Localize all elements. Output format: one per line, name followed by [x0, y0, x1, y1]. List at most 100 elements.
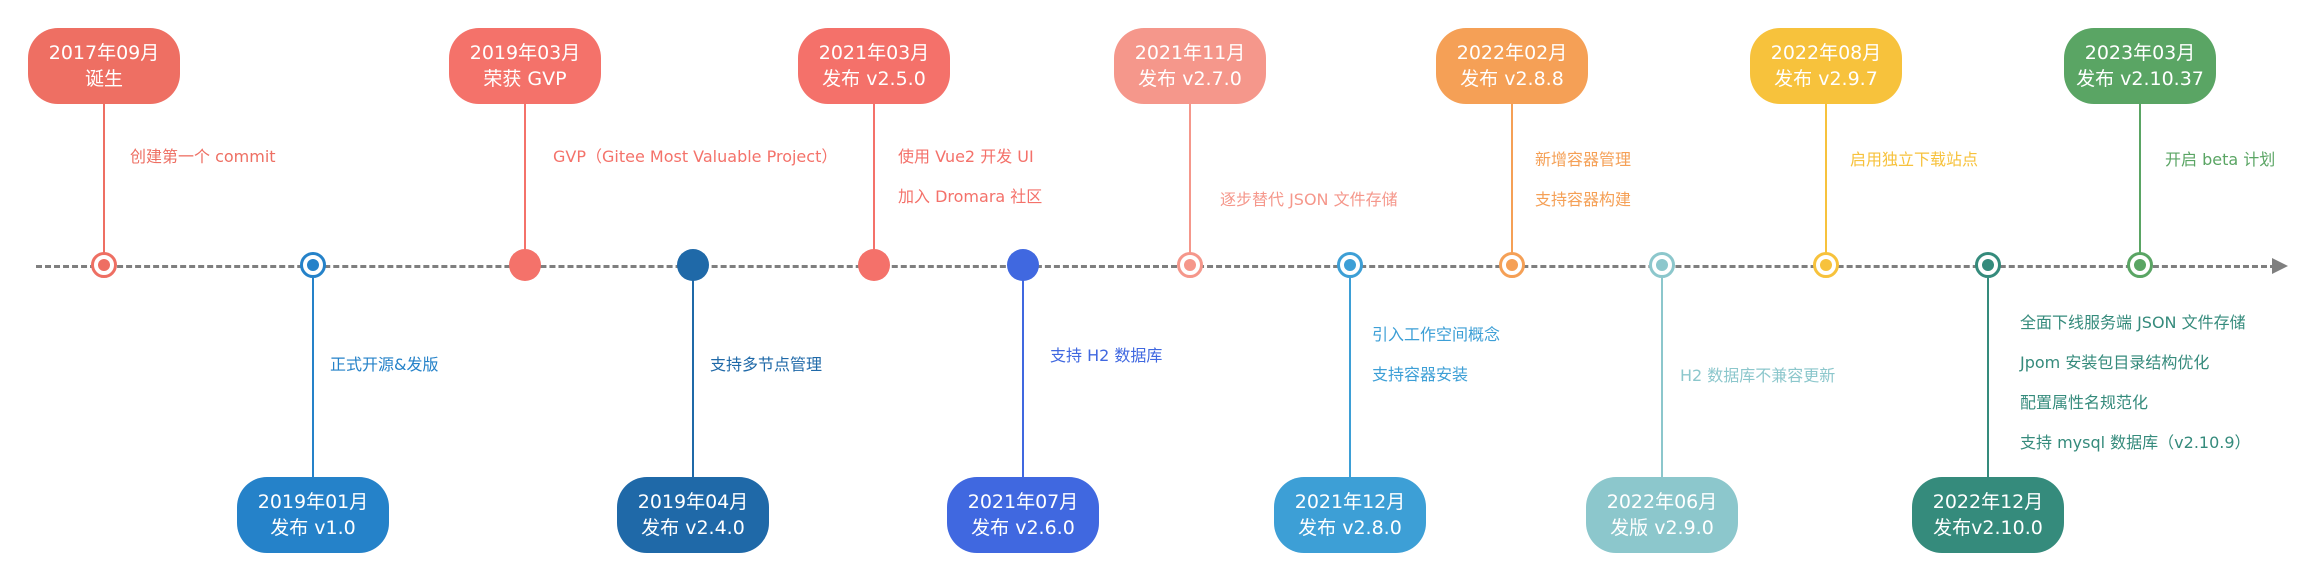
event-date: 2019年01月: [257, 491, 369, 513]
event-connector-line: [1987, 278, 1989, 478]
event-marker: [677, 249, 709, 281]
event-notes: 正式开源&发版: [330, 345, 438, 385]
event-title: 发布 v2.7.0: [1138, 68, 1242, 90]
event-note: 使用 Vue2 开发 UI: [898, 147, 1034, 166]
event-date: 2022年08月: [1770, 42, 1882, 64]
event-note: 支持 mysql 数据库（v2.10.9）: [2020, 433, 2251, 452]
event-note: 支持多节点管理: [710, 355, 823, 374]
event-title: 发布 v2.6.0: [971, 517, 1075, 539]
timeline-arrow-head: [2272, 258, 2288, 274]
event-notes: 使用 Vue2 开发 UI 加入 Dromara 社区: [898, 137, 1042, 217]
event-marker: [1649, 252, 1675, 278]
event-marker: [1499, 252, 1525, 278]
event-date: 2017年09月: [48, 42, 160, 64]
event-note: 支持容器构建: [1535, 190, 1632, 209]
event-notes: 全面下线服务端 JSON 文件存储 Jpom 安装包目录结构优化配置属性名规范化支…: [2020, 303, 2251, 463]
event-note: 支持 H2 数据库: [1050, 346, 1163, 365]
event-date: 2021年11月: [1134, 42, 1246, 64]
event-connector-line: [1511, 104, 1513, 254]
event-title: 发布 v2.8.8: [1460, 68, 1564, 90]
event-note: 引入工作空间概念: [1372, 325, 1501, 344]
event-marker: [300, 252, 326, 278]
event-note: H2 数据库不兼容更新: [1680, 366, 1836, 385]
event-label-pill: 2023年03月发布 v2.10.37: [2064, 28, 2216, 104]
event-marker: [2127, 252, 2153, 278]
event-date: 2022年06月: [1606, 491, 1718, 513]
event-note: 创建第一个 commit: [130, 147, 276, 166]
event-note: 开启 beta 计划: [2165, 150, 2276, 169]
event-label-pill: 2017年09月诞生: [28, 28, 180, 104]
event-label-pill: 2021年11月发布 v2.7.0: [1114, 28, 1266, 104]
event-title: 发布 v2.5.0: [822, 68, 926, 90]
event-marker: [858, 249, 890, 281]
event-note: 启用独立下载站点: [1850, 150, 1979, 169]
event-connector-line: [1825, 104, 1827, 254]
event-label-pill: 2021年12月发布 v2.8.0: [1274, 477, 1426, 553]
event-title: 发布 v1.0: [270, 517, 356, 539]
event-label-pill: 2019年04月发布 v2.4.0: [617, 477, 769, 553]
event-connector-line: [692, 278, 694, 478]
event-notes: 创建第一个 commit: [130, 137, 276, 177]
event-notes: 引入工作空间概念支持容器安装: [1372, 315, 1500, 395]
event-connector-line: [103, 104, 105, 254]
event-note: 逐步替代 JSON 文件存储: [1220, 190, 1398, 209]
event-connector-line: [1661, 278, 1663, 478]
event-note: 新增容器管理: [1535, 150, 1632, 169]
event-date: 2019年04月: [637, 491, 749, 513]
event-notes: 开启 beta 计划: [2165, 140, 2275, 180]
event-label-pill: 2021年03月发布 v2.5.0: [798, 28, 950, 104]
event-label-pill: 2022年02月发布 v2.8.8: [1436, 28, 1588, 104]
event-date: 2019年03月: [469, 42, 581, 64]
event-marker: [1007, 249, 1039, 281]
event-title: 发布 v2.8.0: [1298, 517, 1402, 539]
event-title: 诞生: [84, 68, 123, 90]
event-label-pill: 2022年08月发布 v2.9.7: [1750, 28, 1902, 104]
event-marker: [91, 252, 117, 278]
event-marker: [509, 249, 541, 281]
event-connector-line: [1022, 278, 1024, 478]
timeline-axis: [36, 265, 2276, 268]
event-connector-line: [312, 278, 314, 478]
event-note: 加入 Dromara 社区: [898, 187, 1043, 206]
event-note: Jpom 安装包目录结构优化: [2020, 353, 2210, 372]
event-connector-line: [873, 104, 875, 254]
event-date: 2021年07月: [967, 491, 1079, 513]
event-date: 2023年03月: [2084, 42, 2196, 64]
event-connector-line: [1189, 104, 1191, 254]
event-title: 发布 v2.9.7: [1774, 68, 1878, 90]
event-label-pill: 2022年12月发布v2.10.0: [1912, 477, 2064, 553]
event-note: 支持容器安装: [1372, 365, 1469, 384]
event-notes: 启用独立下载站点: [1850, 140, 1978, 180]
event-title: 发布 v2.4.0: [641, 517, 745, 539]
event-connector-line: [524, 104, 526, 254]
event-title: 发版 v2.9.0: [1610, 517, 1714, 539]
event-notes: GVP（Gitee Most Valuable Project）: [553, 137, 837, 177]
event-connector-line: [1349, 278, 1351, 478]
event-notes: 逐步替代 JSON 文件存储: [1220, 180, 1398, 220]
event-label-pill: 2022年06月发版 v2.9.0: [1586, 477, 1738, 553]
event-marker: [1975, 252, 2001, 278]
event-connector-line: [2139, 104, 2141, 254]
event-title: 发布 v2.10.37: [2076, 68, 2204, 90]
event-notes: 支持多节点管理: [710, 345, 822, 385]
event-title: 荣获 GVP: [483, 68, 567, 90]
event-marker: [1813, 252, 1839, 278]
event-label-pill: 2019年03月荣获 GVP: [449, 28, 601, 104]
event-title: 发布v2.10.0: [1933, 517, 2043, 539]
event-notes: H2 数据库不兼容更新: [1680, 356, 1835, 396]
event-notes: 新增容器管理支持容器构建: [1535, 140, 1631, 220]
event-note: GVP（Gitee Most Valuable Project）: [553, 147, 838, 166]
event-date: 2022年12月: [1932, 491, 2044, 513]
event-label-pill: 2021年07月发布 v2.6.0: [947, 477, 1099, 553]
event-marker: [1337, 252, 1363, 278]
event-notes: 支持 H2 数据库: [1050, 336, 1162, 376]
event-date: 2021年03月: [818, 42, 930, 64]
event-note: 正式开源&发版: [330, 355, 439, 374]
event-note: 配置属性名规范化: [2020, 393, 2149, 412]
event-label-pill: 2019年01月发布 v1.0: [237, 477, 389, 553]
event-note: 全面下线服务端 JSON 文件存储: [2020, 313, 2246, 332]
event-date: 2021年12月: [1294, 491, 1406, 513]
event-date: 2022年02月: [1456, 42, 1568, 64]
event-marker: [1177, 252, 1203, 278]
